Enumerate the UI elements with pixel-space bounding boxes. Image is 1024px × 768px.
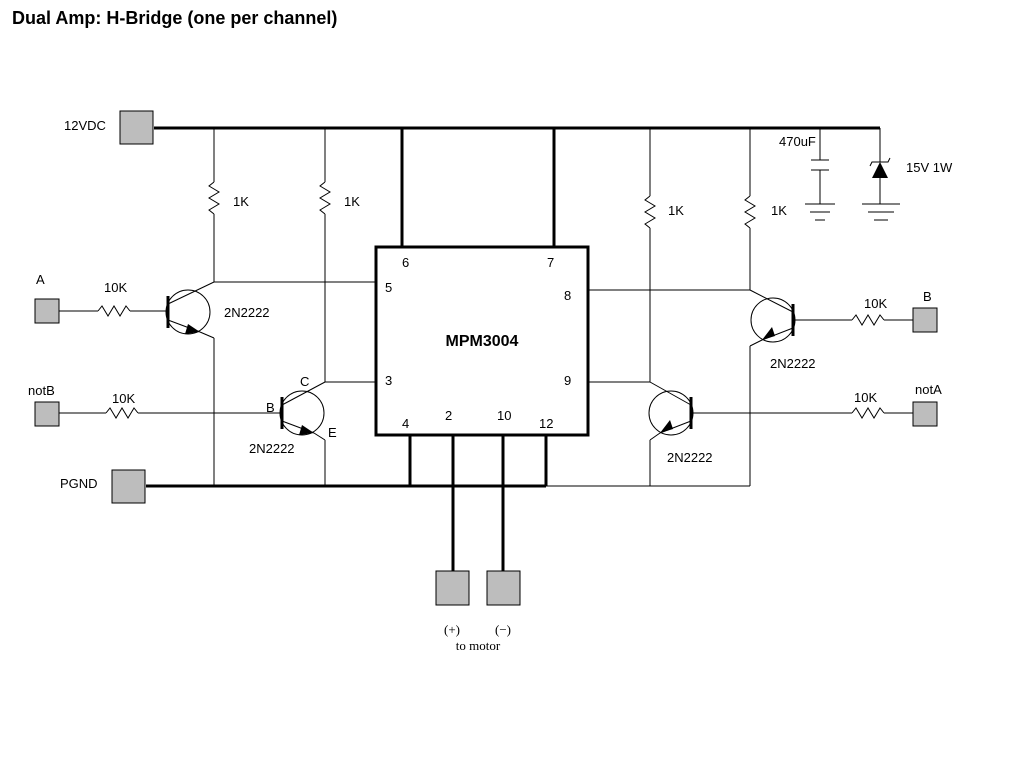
resistor-rb1-label: 10K	[104, 280, 127, 295]
ic-name: MPM3004	[446, 333, 519, 350]
resistor-rb4	[691, 407, 913, 419]
ic-bottom-wiring	[408, 435, 548, 571]
terminal-12vdc-label: 12VDC	[64, 118, 106, 133]
resistor-rb3-label: 10K	[864, 296, 887, 311]
resistor-rb1	[59, 305, 168, 317]
motor-minus-label: (−)	[495, 622, 511, 637]
motor-terminal-minus[interactable]	[486, 570, 521, 606]
supply-rail	[154, 126, 880, 247]
ic-pin-5: 5	[385, 280, 392, 295]
resistor-r2	[319, 128, 331, 382]
resistor-rb2-label: 10K	[112, 391, 135, 406]
terminal-nota[interactable]	[912, 401, 938, 427]
transistor-q2-base-label: B	[266, 400, 275, 415]
terminal-nota-label: notA	[915, 382, 942, 397]
transistor-q2-collector-label: C	[300, 374, 309, 389]
capacitor-label: 470uF	[779, 134, 816, 149]
ic-pin-6: 6	[402, 255, 409, 270]
ic-pin-4: 4	[402, 416, 409, 431]
transistor-q2	[279, 381, 326, 486]
motor-label: to motor	[456, 638, 501, 653]
motor-plus-label: (+)	[444, 622, 460, 637]
terminal-pgnd-label: PGND	[60, 476, 98, 491]
transistor-q3-label: 2N2222	[770, 356, 816, 371]
terminal-12vdc[interactable]	[119, 110, 154, 145]
terminal-a[interactable]	[34, 298, 60, 324]
transistor-q2-label: 2N2222	[249, 441, 295, 456]
resistor-rb2	[59, 407, 282, 419]
diagram-title: Dual Amp: H-Bridge (one per channel)	[12, 8, 337, 28]
motor-terminal-plus[interactable]	[435, 570, 470, 606]
terminal-notb-label: notB	[28, 383, 55, 398]
transistor-q4-label: 2N2222	[667, 450, 713, 465]
resistor-rb3	[793, 314, 913, 326]
resistor-rb4-label: 10K	[854, 390, 877, 405]
resistor-r4-label: 1K	[771, 203, 787, 218]
capacitor-470uf	[805, 128, 835, 221]
resistor-r3-label: 1K	[668, 203, 684, 218]
ic-pin-7: 7	[547, 255, 554, 270]
terminal-a-label: A	[36, 272, 45, 287]
resistor-r4	[744, 128, 756, 290]
terminal-notb[interactable]	[34, 401, 60, 427]
terminal-b[interactable]	[912, 307, 938, 333]
transistor-q2-emitter-label: E	[328, 425, 337, 440]
transistor-q1	[165, 281, 215, 486]
transistor-q3	[749, 289, 796, 486]
resistor-r2-label: 1K	[344, 194, 360, 209]
resistor-r1-label: 1K	[233, 194, 249, 209]
ic-pin-9: 9	[564, 373, 571, 388]
terminal-pgnd[interactable]	[111, 469, 146, 504]
transistor-q1-label: 2N2222	[224, 305, 270, 320]
ic-pin-3: 3	[385, 373, 392, 388]
zener-diode	[862, 128, 900, 221]
zener-label: 15V 1W	[906, 160, 953, 175]
ic-mpm3004: MPM3004 6 7 5 8 3 9 4 2 10 12	[374, 245, 590, 437]
ic-pin-10: 10	[497, 408, 511, 423]
resistor-r1	[208, 128, 220, 282]
resistor-r3	[644, 128, 656, 382]
ic-pin-2: 2	[445, 408, 452, 423]
transistor-q4	[648, 381, 694, 486]
ic-pin-12: 12	[539, 416, 553, 431]
terminal-b-label: B	[923, 289, 932, 304]
ic-pin-8: 8	[564, 288, 571, 303]
